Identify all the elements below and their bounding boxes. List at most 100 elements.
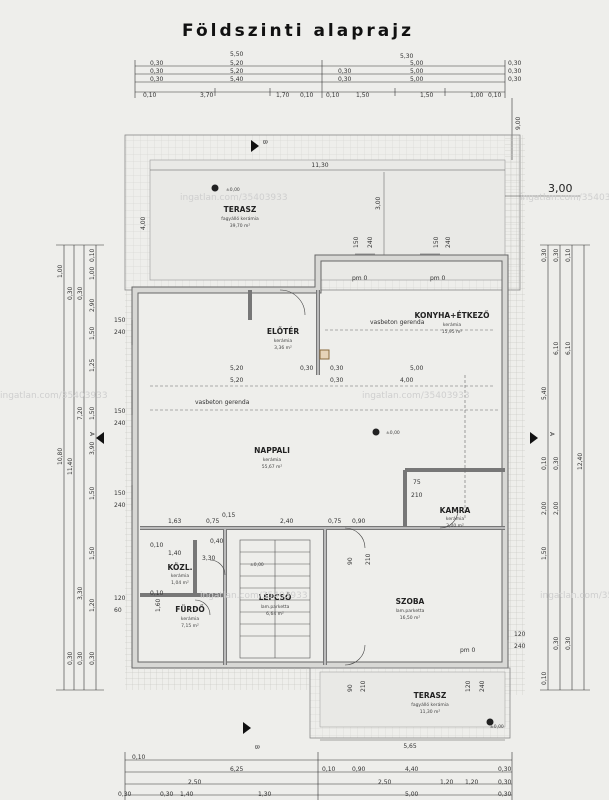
svg-text:5,40: 5,40 — [541, 386, 548, 400]
svg-text:±0,00: ±0,00 — [490, 724, 504, 730]
svg-text:0,30: 0,30 — [498, 779, 512, 786]
svg-text:15,95 m²: 15,95 m² — [442, 329, 463, 335]
misc-labels: vasbeton gerenda vasbeton gerenda pm 0 p… — [195, 187, 504, 730]
svg-text:240: 240 — [479, 680, 486, 692]
svg-text:120: 120 — [514, 631, 526, 638]
svg-text:5,20: 5,20 — [230, 60, 244, 67]
svg-text:±0,00: ±0,00 — [250, 562, 264, 568]
svg-text:240: 240 — [445, 236, 452, 248]
svg-text:240: 240 — [114, 502, 126, 509]
svg-text:0,30: 0,30 — [89, 651, 96, 665]
svg-text:150: 150 — [114, 317, 126, 324]
svg-text:5,50: 5,50 — [230, 51, 244, 58]
svg-text:3,00: 3,00 — [375, 196, 382, 210]
svg-text:1,25: 1,25 — [89, 358, 96, 372]
svg-text:vasbeton gerenda: vasbeton gerenda — [195, 399, 250, 406]
svg-text:1,30: 1,30 — [258, 791, 272, 798]
svg-text:6,10: 6,10 — [553, 341, 560, 355]
svg-text:0,30: 0,30 — [508, 60, 522, 67]
svg-text:0,10: 0,10 — [89, 248, 96, 262]
svg-text:A: A — [548, 432, 555, 437]
svg-text:16,50 m²: 16,50 m² — [400, 615, 421, 621]
svg-text:1,20: 1,20 — [465, 779, 479, 786]
svg-text:vasbeton gerenda: vasbeton gerenda — [370, 319, 425, 326]
svg-text:0,15: 0,15 — [222, 512, 236, 519]
svg-text:0,30: 0,30 — [498, 766, 512, 773]
svg-text:1,40: 1,40 — [168, 550, 182, 557]
top-dimensions — [134, 60, 506, 98]
svg-text:0,30: 0,30 — [300, 365, 314, 372]
svg-text:2,00: 2,00 — [553, 501, 560, 515]
svg-text:KAMRA: KAMRA — [440, 506, 471, 515]
svg-text:±0,00: ±0,00 — [386, 430, 400, 436]
svg-text:NAPPALI: NAPPALI — [254, 446, 290, 455]
svg-text:0,10: 0,10 — [488, 92, 502, 99]
svg-text:1,00: 1,00 — [57, 264, 64, 278]
svg-text:6,10: 6,10 — [565, 341, 572, 355]
svg-text:TERASZ: TERASZ — [414, 691, 447, 700]
svg-text:150: 150 — [114, 408, 126, 415]
svg-text:1,60: 1,60 — [155, 598, 162, 612]
svg-text:5,20: 5,20 — [230, 365, 244, 372]
room-living: NAPPALI kerámia 55,67 m² — [254, 446, 290, 470]
svg-text:0,30: 0,30 — [338, 68, 352, 75]
svg-text:kerámia: kerámia — [446, 515, 464, 522]
svg-text:0,30: 0,30 — [553, 636, 560, 650]
svg-text:B: B — [261, 140, 268, 144]
svg-text:120: 120 — [114, 595, 126, 602]
svg-text:240: 240 — [114, 329, 126, 336]
svg-text:2,50: 2,50 — [188, 779, 202, 786]
stairs — [239, 539, 311, 659]
svg-text:3,90: 3,90 — [89, 441, 96, 455]
svg-text:0,30: 0,30 — [330, 377, 344, 384]
svg-text:120: 120 — [465, 680, 472, 692]
svg-text:0,10: 0,10 — [565, 248, 572, 262]
svg-text:210: 210 — [411, 492, 423, 499]
svg-text:5,65: 5,65 — [403, 743, 417, 750]
svg-text:1,04 m²: 1,04 m² — [171, 580, 189, 586]
svg-text:1,50: 1,50 — [356, 92, 370, 99]
svg-text:55,67 m²: 55,67 m² — [262, 464, 283, 470]
svg-text:1,63: 1,63 — [168, 518, 182, 525]
svg-text:0,10: 0,10 — [541, 456, 548, 470]
svg-text:1,50: 1,50 — [89, 546, 96, 560]
svg-text:2,00: 2,00 — [541, 501, 548, 515]
watermarks: ingatlan.com/35403933 ingatlan.com/35403… — [0, 193, 609, 601]
room-terrace-bottom: TERASZ fagyálló kerámia 11,30 m² — [411, 691, 449, 715]
room-corridor: KÖZL. kerámia 1,04 m² — [168, 563, 193, 586]
svg-text:kerámia: kerámia — [181, 615, 199, 622]
svg-text:3,36 m²: 3,36 m² — [274, 345, 292, 351]
svg-text:kerámia: kerámia — [263, 456, 281, 463]
svg-text:0,30: 0,30 — [553, 248, 560, 262]
svg-text:5,00: 5,00 — [410, 365, 424, 372]
svg-text:0,30: 0,30 — [541, 248, 548, 262]
right-dimension-labels: 0,30 0,30 0,10 6,10 6,10 5,40 12,40 2,00… — [541, 248, 584, 685]
svg-text:11,40: 11,40 — [67, 458, 74, 475]
svg-text:0,30: 0,30 — [77, 651, 84, 665]
top-vertical-dim: 9,00 — [515, 116, 522, 130]
svg-text:5,40: 5,40 — [230, 76, 244, 83]
section-markers: B B A A — [88, 140, 555, 749]
svg-text:5,00: 5,00 — [410, 76, 424, 83]
svg-text:5,20: 5,20 — [230, 68, 244, 75]
room-pantry: KAMRA kerámia 3,00 m² — [440, 506, 471, 529]
svg-text:1,50: 1,50 — [420, 92, 434, 99]
svg-text:0,30: 0,30 — [67, 286, 74, 300]
svg-text:0,30: 0,30 — [498, 791, 512, 798]
svg-text:5,00: 5,00 — [410, 60, 424, 67]
svg-text:0,10: 0,10 — [300, 92, 314, 99]
svg-text:240: 240 — [114, 420, 126, 427]
svg-text:11,30: 11,30 — [311, 162, 328, 169]
svg-text:0,30: 0,30 — [508, 76, 522, 83]
svg-text:5,30: 5,30 — [400, 53, 414, 60]
svg-text:210: 210 — [365, 553, 372, 565]
svg-text:0,10: 0,10 — [322, 766, 336, 773]
svg-text:3,30: 3,30 — [77, 586, 84, 600]
svg-text:11,30 m²: 11,30 m² — [420, 709, 441, 715]
svg-text:150: 150 — [433, 236, 440, 248]
svg-text:0,30: 0,30 — [118, 791, 132, 798]
top-dimension-labels: 0,30 0,30 0,30 0,10 5,50 5,20 5,20 5,40 … — [143, 51, 522, 99]
room-bedroom: SZOBA lam.parketta 16,50 m² — [396, 597, 425, 621]
svg-text:0,10: 0,10 — [326, 92, 340, 99]
svg-text:ingatlan.com/35403933: ingatlan.com/35403933 — [520, 193, 609, 203]
